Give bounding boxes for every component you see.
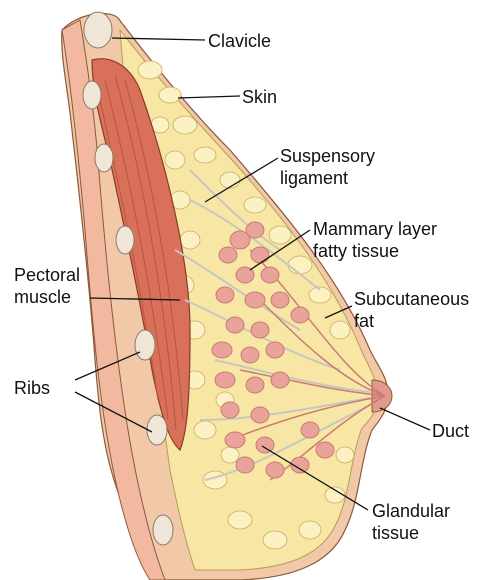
label-pectoral-line1: Pectoral <box>14 264 80 286</box>
label-glandular-line2: tissue <box>372 522 450 544</box>
label-mammary-line1: Mammary layer <box>313 218 437 240</box>
label-pectoral-muscle: Pectoral muscle <box>14 264 80 308</box>
label-suspensory-ligament: Suspensory ligament <box>280 145 375 189</box>
label-subcutaneous-line2: fat <box>354 310 469 332</box>
label-suspensory-line1: Suspensory <box>280 145 375 167</box>
label-glandular-line1: Glandular <box>372 500 450 522</box>
label-subcutaneous-line1: Subcutaneous <box>354 288 469 310</box>
label-suspensory-line2: ligament <box>280 167 375 189</box>
label-mammary-line2: fatty tissue <box>313 240 437 262</box>
label-ribs: Ribs <box>14 377 50 399</box>
label-skin: Skin <box>242 86 277 108</box>
label-clavicle: Clavicle <box>208 30 271 52</box>
label-pectoral-line2: muscle <box>14 286 80 308</box>
clavicle-bone <box>84 12 112 48</box>
label-subcutaneous-fat: Subcutaneous fat <box>354 288 469 332</box>
label-duct: Duct <box>432 420 469 442</box>
label-glandular-tissue: Glandular tissue <box>372 500 450 544</box>
label-mammary-fatty-tissue: Mammary layer fatty tissue <box>313 218 437 262</box>
